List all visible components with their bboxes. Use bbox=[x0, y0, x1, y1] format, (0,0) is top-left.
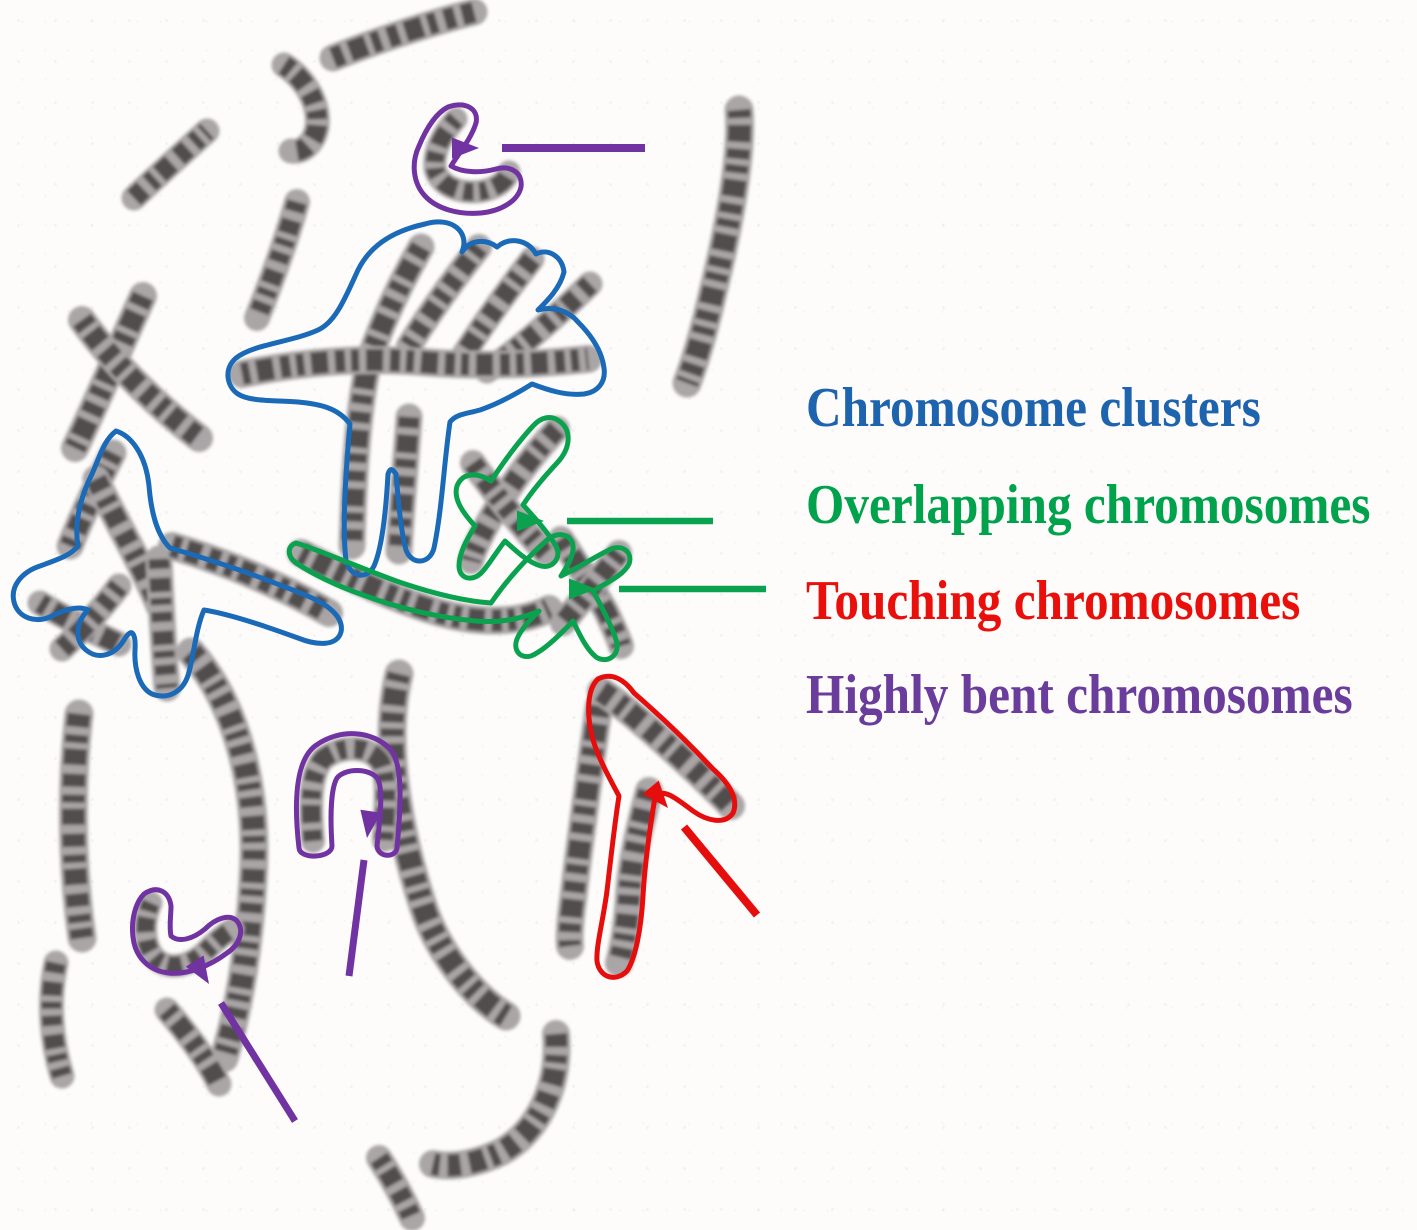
chromosome-banding bbox=[239, 348, 590, 385]
chromosome-banding bbox=[296, 543, 554, 632]
legend-item-touching: Touching chromosomes bbox=[806, 570, 1301, 632]
chromosome-banding bbox=[676, 108, 752, 388]
chromosome-layer bbox=[27, 0, 755, 1230]
chromosome-banding bbox=[380, 671, 513, 1026]
chromosome-banding bbox=[608, 788, 660, 967]
arrow-bent-middle-head bbox=[360, 809, 382, 838]
bent-outline-bottom-left bbox=[130, 887, 244, 976]
chromosome-banding bbox=[425, 112, 518, 201]
chromosome-shape bbox=[56, 439, 127, 560]
arrow-bent-middle bbox=[345, 809, 382, 977]
chromosome-banding bbox=[370, 1152, 422, 1223]
chromosome-banding bbox=[388, 416, 420, 552]
cluster-outline-top bbox=[225, 219, 607, 578]
arrow-bent-top-head bbox=[452, 137, 479, 159]
legend-item-bent: Highly bent chromosomes bbox=[806, 664, 1353, 726]
chromosome-banding bbox=[329, 1, 477, 68]
chromosome-banding bbox=[159, 1003, 228, 1089]
legend-item-overlapping: Overlapping chromosomes bbox=[806, 474, 1371, 536]
annotation-arrow-layer bbox=[185, 137, 766, 1123]
overlapping-outline-lower bbox=[286, 532, 633, 663]
arrow-bent-bottom-left bbox=[185, 955, 298, 1123]
chromosome-banding bbox=[136, 899, 238, 975]
legend-item-clusters: Chromosome clusters bbox=[806, 377, 1261, 439]
arrow-bent-top bbox=[452, 137, 645, 159]
arrow-touching-shaft bbox=[680, 824, 761, 918]
chromosome-banding bbox=[73, 313, 206, 447]
arrow-touching bbox=[642, 780, 761, 918]
touching-outline bbox=[586, 673, 738, 980]
chromosome-banding bbox=[55, 579, 127, 657]
bent-outline-middle bbox=[293, 731, 403, 859]
cluster-outline-left bbox=[10, 428, 344, 699]
chromosome-banding bbox=[454, 252, 540, 362]
chromosome-banding bbox=[127, 123, 214, 206]
overlapping-outline-upper-x bbox=[453, 415, 571, 581]
chromosome-banding bbox=[61, 712, 94, 940]
arrow-overlapping-upper-head bbox=[517, 510, 544, 532]
chromosome-banding bbox=[430, 1033, 568, 1177]
chromosome-banding bbox=[400, 240, 487, 352]
bent-outline-top bbox=[411, 102, 524, 216]
chromosome-banding bbox=[464, 457, 554, 560]
chromosome-banding bbox=[247, 199, 307, 322]
chromosome-banding bbox=[148, 558, 178, 689]
chromosome-banding bbox=[301, 739, 396, 842]
arrow-bent-bottom-left-shaft bbox=[218, 1001, 298, 1123]
chromosome-banding bbox=[41, 960, 72, 1079]
arrow-overlapping-upper bbox=[517, 510, 713, 532]
chromosome-banding bbox=[558, 704, 610, 948]
chromosome-banding bbox=[278, 56, 328, 162]
chromosome-banding bbox=[182, 644, 266, 1062]
arrow-overlapping-lower bbox=[569, 578, 766, 600]
chromosome-banding bbox=[594, 681, 740, 814]
arrow-bent-middle-shaft bbox=[345, 859, 368, 977]
arrow-touching-head bbox=[642, 780, 668, 808]
arrow-bent-bottom-left-head bbox=[185, 955, 209, 984]
chromosome-banding bbox=[461, 422, 565, 564]
annotation-outline-layer bbox=[10, 102, 738, 980]
arrow-overlapping-lower-head bbox=[569, 578, 596, 600]
